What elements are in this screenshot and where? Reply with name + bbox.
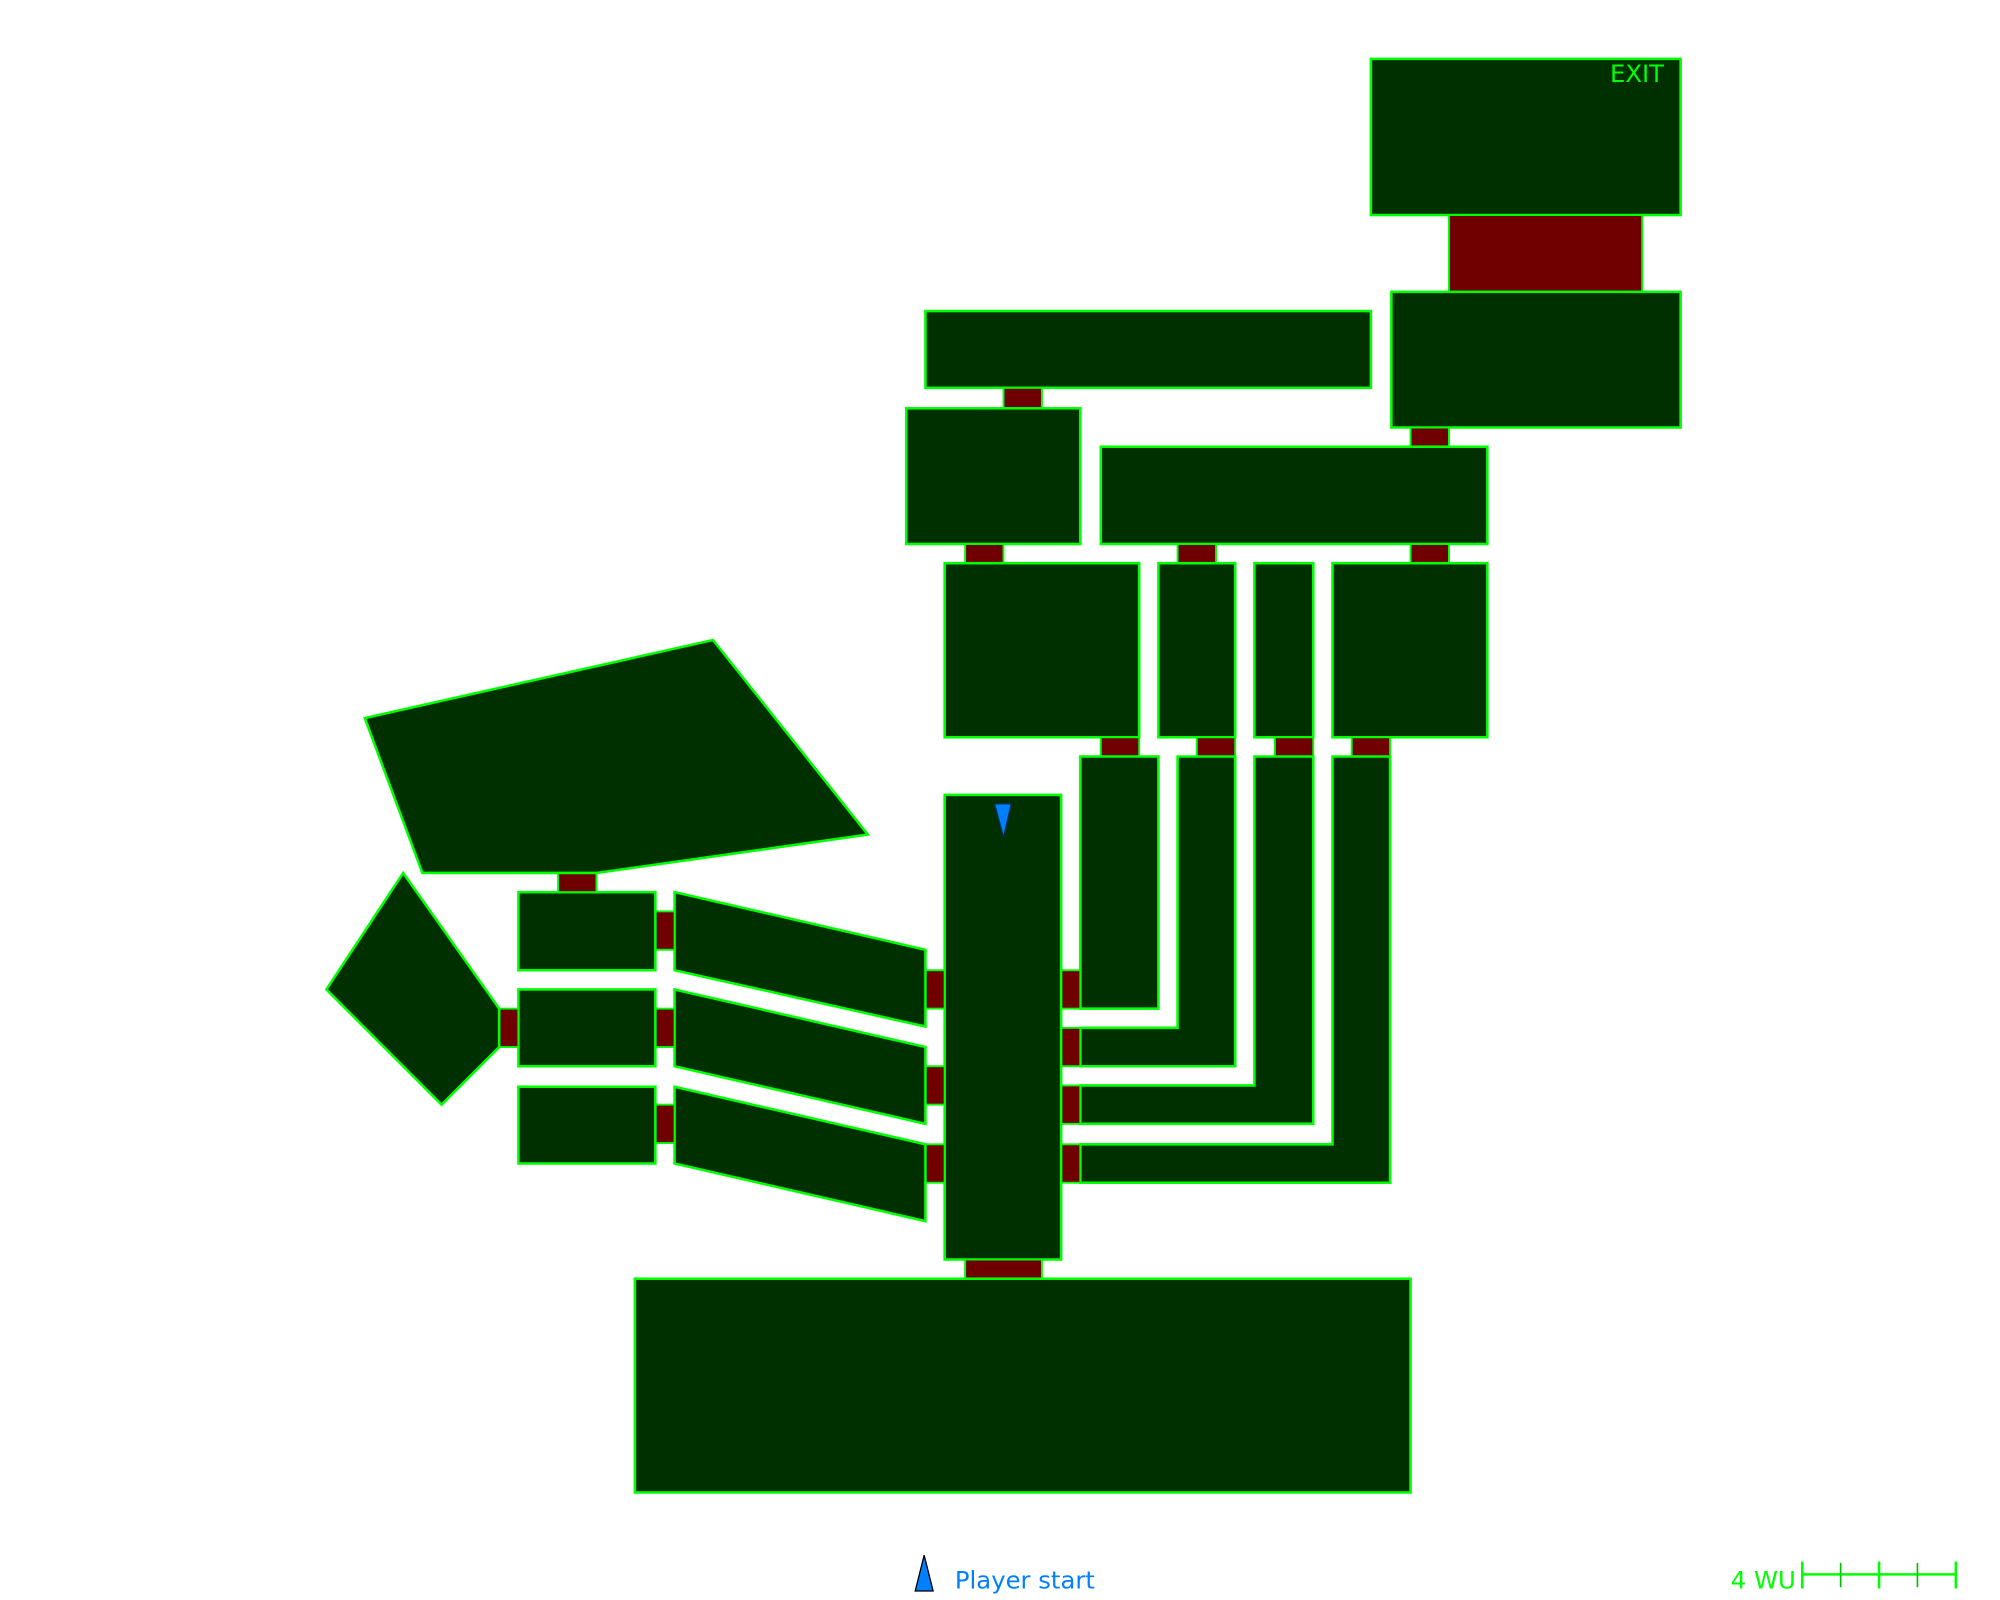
door <box>1060 1084 1082 1125</box>
room <box>1331 561 1489 739</box>
door <box>964 1258 1043 1280</box>
door <box>924 1143 946 1184</box>
scale-label: 4 WU <box>1731 1565 1796 1594</box>
room <box>924 309 1373 390</box>
exit-label: EXIT <box>1610 59 1664 88</box>
room <box>517 988 657 1068</box>
door <box>964 543 1005 565</box>
player-start-label: Player start <box>955 1565 1095 1594</box>
door <box>1409 426 1450 448</box>
room <box>904 407 1082 546</box>
door <box>1195 736 1237 758</box>
room <box>1157 561 1237 739</box>
player-start-marker-icon <box>993 803 1013 838</box>
door <box>1273 736 1315 758</box>
room <box>363 638 871 875</box>
door <box>1060 1143 1082 1184</box>
room <box>517 1085 657 1165</box>
exit-room <box>1369 57 1682 217</box>
door <box>1060 1026 1082 1068</box>
legend: Player start <box>914 1555 1095 1594</box>
room <box>1390 290 1682 429</box>
room <box>943 561 1141 739</box>
door <box>654 1103 676 1144</box>
door <box>654 910 676 951</box>
scale-bar <box>1800 1561 1958 1589</box>
player-start-legend-icon <box>914 1555 934 1592</box>
room <box>517 890 657 972</box>
door <box>498 1007 520 1048</box>
room <box>633 1277 1412 1494</box>
door <box>654 1007 676 1048</box>
door <box>1176 543 1217 565</box>
door <box>1448 214 1644 293</box>
room <box>324 870 501 1107</box>
corridor <box>1079 755 1160 1010</box>
rooms <box>324 57 1682 1494</box>
room <box>1099 445 1489 546</box>
door <box>924 1065 946 1106</box>
door <box>1002 386 1043 410</box>
door <box>1099 736 1141 758</box>
start-room <box>943 793 1063 1261</box>
door <box>1060 969 1082 1010</box>
door <box>924 969 946 1010</box>
room <box>1253 561 1315 739</box>
door <box>557 872 598 894</box>
door <box>1409 543 1450 565</box>
door <box>1350 736 1392 758</box>
